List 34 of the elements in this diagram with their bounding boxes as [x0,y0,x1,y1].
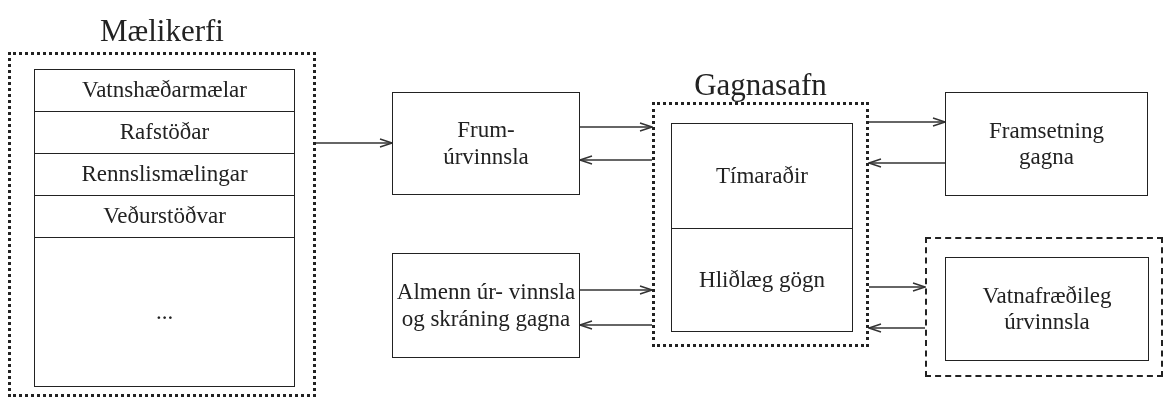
arrow [579,320,653,330]
box-label: Tímaraðir [716,162,808,190]
box-label: Rafstöðar [119,119,210,146]
arrow [315,138,393,148]
group-title: Mælikerfi [100,13,224,49]
box-label: Vatnafræðileg úrvinnsla [981,282,1113,336]
arrow [579,122,653,132]
box-label: Vatnshæðarmælar [82,77,247,104]
arrow [868,282,926,292]
box-label: Rennslismælingar [81,161,248,188]
process-box [392,92,580,195]
arrow [579,285,653,295]
group-title: Gagnasafn [694,67,827,103]
list-row [34,237,295,387]
box-label: Framsetning gagna [988,117,1105,171]
list-row [34,111,295,154]
box-label: ... [155,298,174,326]
data-store-box [671,228,853,332]
dashed-group-frame [925,237,1163,377]
list-row [34,195,295,238]
arrow [868,158,946,168]
arrow [579,155,653,165]
process-box [392,253,580,358]
arrow [868,323,926,333]
process-box [945,92,1148,196]
process-box [945,257,1149,361]
box-label: Almenn úr- vinnsla og skráning gagna [395,279,577,332]
list-row [34,69,295,112]
arrow [868,117,946,127]
box-label: Hliðlæg gögn [699,266,825,294]
box-label: Veðurstöðvar [103,203,226,230]
list-row [34,153,295,196]
data-store-box [671,123,853,229]
box-label: Frum- úrvinnsla [442,117,530,170]
